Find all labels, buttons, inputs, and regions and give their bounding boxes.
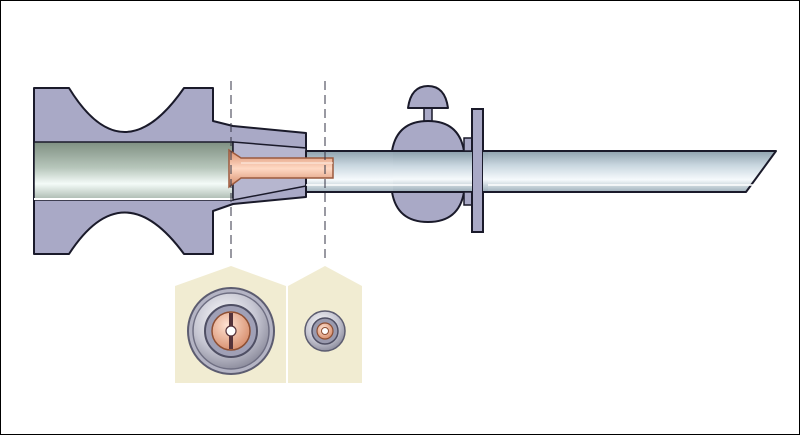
valve-body-top [390,119,466,152]
section-view-b [288,266,362,383]
valve-handle [407,85,449,109]
section-view-a [175,266,286,383]
pipe-bore [33,141,234,201]
flange-plate [471,108,484,233]
valve-body-bottom [390,191,466,224]
copper-insert [228,148,334,189]
outlet-tube [305,150,777,193]
